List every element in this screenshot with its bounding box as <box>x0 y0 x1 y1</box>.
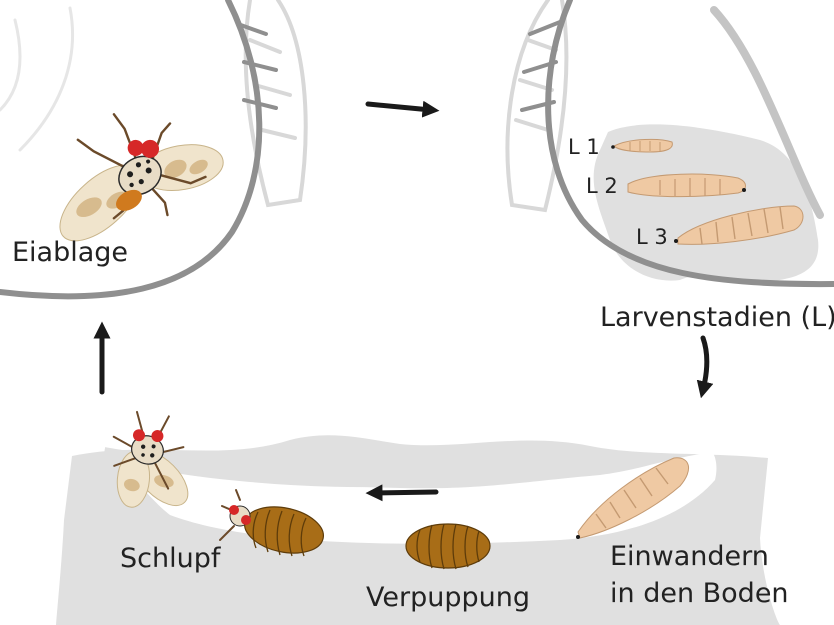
arrow-larva-to-soil <box>696 335 714 399</box>
bulb-vein <box>242 98 278 110</box>
label-einwandern-line2: in den Boden <box>610 578 789 609</box>
pupa-hatching <box>219 489 324 557</box>
bulb-vein <box>242 60 278 72</box>
bulb-scale-lines-left <box>0 6 75 152</box>
larva-migrating <box>576 457 689 539</box>
bulb-outline-right <box>545 0 834 288</box>
bulb-vein <box>520 100 556 112</box>
label-l1: L 1 <box>568 135 600 159</box>
label-schlupf: Schlupf <box>120 543 222 574</box>
bulb-vein <box>522 60 558 74</box>
bulb-outline-outer-right <box>710 6 824 219</box>
arrow-egg-to-larva <box>365 100 440 118</box>
fly-egg-laying <box>59 113 224 242</box>
larval-stages-scene: L 1 L 2 L 3 Larvenstadien (L) <box>505 0 834 333</box>
larva-l3 <box>674 205 804 245</box>
soil-scene: Schlupf Verpuppung Einwandern in den Bod… <box>56 410 789 625</box>
label-eiablage: Eiablage <box>12 237 128 268</box>
label-l2: L 2 <box>586 174 618 198</box>
feeding-damage-area <box>593 124 819 283</box>
larva-l1 <box>611 138 673 153</box>
bulb-vein <box>528 20 562 36</box>
bulb-outline-left <box>0 0 263 300</box>
label-l3: L 3 <box>636 225 668 249</box>
emerging-fly-head <box>219 489 251 541</box>
pupa <box>405 523 491 570</box>
label-larvenstadien: Larvenstadien (L) <box>600 302 834 333</box>
label-einwandern-line1: Einwandern <box>610 541 769 572</box>
fly-adult-hatched <box>112 410 189 508</box>
egg-laying-scene: Eiablage <box>0 0 308 300</box>
label-verpuppung: Verpuppung <box>366 582 530 613</box>
larva-l2 <box>627 173 746 198</box>
bulb-vein <box>236 22 268 36</box>
arrow-soil-to-pupa <box>365 484 439 502</box>
